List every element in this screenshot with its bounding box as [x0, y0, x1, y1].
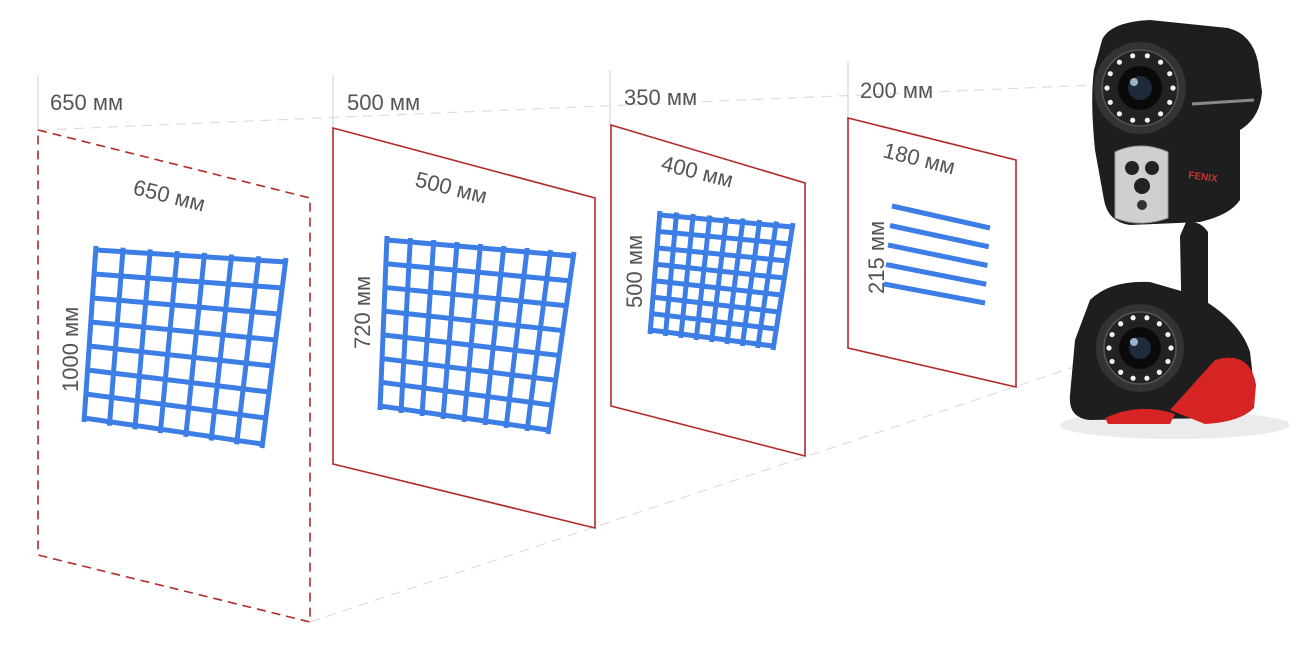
- grid-line-vertical: [662, 212, 680, 337]
- plane-frame: [610, 123, 806, 458]
- grid-line-horizontal: [87, 367, 270, 395]
- height-label: 1000 мм: [58, 307, 83, 392]
- led-dot: [1107, 71, 1113, 77]
- led-dot: [1165, 331, 1171, 338]
- scan-plane-350: 350 мм 400 мм 500 мм: [610, 85, 806, 458]
- grid-line-horizontal: [85, 391, 266, 421]
- coverage-grid: [81, 245, 289, 449]
- camera-bottom-icon: [1096, 304, 1184, 392]
- grid-line-vertical: [132, 249, 153, 430]
- grid-line-vertical: [524, 249, 554, 432]
- grid-line-vertical: [770, 222, 796, 351]
- scanner-brand: FENIX: [1188, 170, 1219, 185]
- grid-line-vertical: [259, 257, 289, 449]
- led-dot: [1109, 358, 1115, 365]
- led-dot: [1106, 345, 1112, 351]
- led-dot: [1157, 111, 1164, 117]
- led-dot: [1156, 369, 1162, 375]
- grid-line-vertical: [693, 215, 713, 341]
- grid-line-horizontal: [883, 281, 986, 306]
- distance-ticks: [37, 62, 849, 132]
- grid-line-vertical: [678, 213, 696, 339]
- scan-plane-500: 500 мм 500 мм 720 мм: [332, 90, 596, 530]
- camera-top-icon: [1094, 42, 1186, 134]
- led-dot: [1116, 111, 1123, 117]
- led-dot: [1118, 369, 1124, 375]
- grid-line-horizontal: [88, 343, 273, 369]
- led-dot: [1130, 53, 1136, 59]
- grid-line-vertical: [377, 235, 390, 411]
- grid-line-vertical: [739, 219, 763, 347]
- led-dot: [1156, 321, 1162, 327]
- grid-line-vertical: [482, 245, 507, 426]
- led-dot: [1130, 315, 1136, 321]
- projector-icon: [1114, 145, 1169, 224]
- grid-line-horizontal: [90, 319, 276, 343]
- grid-line-vertical: [503, 247, 530, 429]
- grid-line-vertical: [461, 243, 483, 423]
- grid-line-horizontal: [92, 295, 280, 317]
- led-dot: [1130, 117, 1136, 123]
- grid-line-vertical: [709, 216, 729, 343]
- grid-line-vertical: [183, 252, 208, 438]
- coverage-grid: [647, 210, 796, 351]
- grid-line-vertical: [724, 218, 746, 345]
- grid-line-horizontal: [891, 203, 991, 231]
- coverage-grid: [377, 235, 577, 435]
- grid-line-horizontal: [887, 242, 989, 268]
- grid-line-vertical: [398, 237, 413, 414]
- grid-line-horizontal: [95, 247, 287, 265]
- grid-line-horizontal: [885, 262, 987, 287]
- grid-line-vertical: [545, 251, 577, 435]
- grid-line-vertical: [419, 239, 437, 417]
- coverage-lines: [883, 203, 991, 306]
- led-dot: [1130, 375, 1136, 381]
- distance-label: 650 мм: [50, 90, 123, 115]
- led-dot: [1104, 85, 1110, 91]
- grid-line-vertical: [157, 250, 180, 434]
- grid-line-vertical: [106, 247, 126, 426]
- led-dot: [1144, 375, 1150, 381]
- grid-line-vertical: [208, 254, 235, 441]
- grid-line-vertical: [81, 245, 99, 423]
- grid-line-vertical: [234, 255, 262, 445]
- led-dot: [1167, 71, 1173, 77]
- led-dot: [1107, 99, 1113, 105]
- led-dot: [1167, 99, 1173, 105]
- perspective-guides: [39, 84, 1096, 623]
- led-dot: [1116, 59, 1123, 65]
- led-dot: [1144, 117, 1150, 123]
- led-dot: [1144, 53, 1150, 59]
- scanner-accent: [1170, 357, 1256, 424]
- scan-plane-650: 650 мм 650 мм 1000 мм: [37, 90, 311, 624]
- led-dot: [1118, 321, 1124, 327]
- scan-plane-200: 200 мм 180 мм 215 мм: [847, 78, 1017, 389]
- led-dot: [1168, 345, 1174, 351]
- grid-line-horizontal: [83, 415, 263, 447]
- distance-label: 350 мм: [624, 85, 697, 110]
- distance-label: 200 мм: [860, 78, 933, 103]
- led-dot: [1157, 59, 1164, 65]
- led-dot: [1165, 358, 1171, 365]
- led-dot: [1170, 85, 1176, 91]
- led-dot: [1109, 331, 1115, 338]
- grid-line-vertical: [440, 241, 460, 420]
- grid-line-vertical: [755, 221, 779, 349]
- grid-line-horizontal: [94, 271, 283, 291]
- height-label: 720 мм: [350, 276, 375, 349]
- led-dot: [1144, 315, 1150, 321]
- height-label: 500 мм: [622, 235, 647, 308]
- grid-line-horizontal: [889, 223, 990, 250]
- distance-label: 500 мм: [347, 90, 420, 115]
- 3d-scanner-icon: FENIX: [1060, 20, 1290, 439]
- grid-line-vertical: [647, 210, 663, 335]
